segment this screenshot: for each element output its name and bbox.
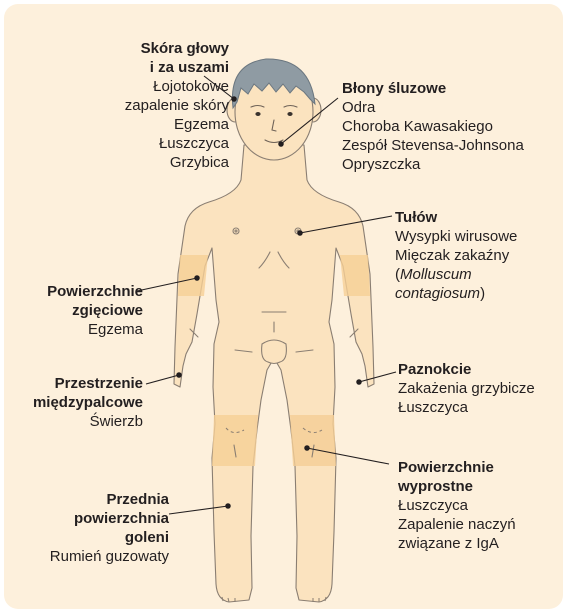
extensor-heading-1: Powierzchnie <box>398 458 516 477</box>
trunk-item: Mięczak zakaźny <box>395 246 517 265</box>
interdigital-item: Świerzb <box>33 412 143 431</box>
interdigital-heading-1: Przestrzenie <box>33 374 143 393</box>
trunk-latin-line-1: (Molluscum <box>395 265 517 284</box>
label-trunk: Tułów Wysypki wirusowe Mięczak zakaźny (… <box>395 208 517 303</box>
trunk-latin-line-2: contagiosum) <box>395 284 517 303</box>
label-flexural: Powierzchnie zgięciowe Egzema <box>47 282 143 339</box>
mucosa-item: Odra <box>342 98 524 117</box>
label-scalp: Skóra głowy i za uszami Łojotokowe zapal… <box>125 39 229 172</box>
diagram-panel: Skóra głowy i za uszami Łojotokowe zapal… <box>4 4 563 609</box>
mucosa-item: Zespół Stevensa-Johnsona <box>342 136 524 155</box>
shin-heading-1: Przednia <box>50 490 169 509</box>
extensor-item: związane z IgA <box>398 534 516 553</box>
nails-heading: Paznokcie <box>398 360 535 379</box>
extensor-item: Łuszczyca <box>398 496 516 515</box>
label-shin: Przednia powierzchnia goleni Rumień guzo… <box>50 490 169 566</box>
nails-item: Zakażenia grzybicze <box>398 379 535 398</box>
knee-patches <box>212 415 336 466</box>
scalp-heading-1: Skóra głowy <box>125 39 229 58</box>
label-mucosa: Błony śluzowe Odra Choroba Kawasakiego Z… <box>342 79 524 174</box>
latin-term-2: contagiosum <box>395 285 480 302</box>
scalp-item: Łuszczyca <box>125 134 229 153</box>
scalp-item: Łojotokowe <box>125 77 229 96</box>
mucosa-item: Choroba Kawasakiego <box>342 117 524 136</box>
scalp-item: Egzema <box>125 115 229 134</box>
flexural-item: Egzema <box>47 320 143 339</box>
scalp-item: zapalenie skóry <box>125 96 229 115</box>
mucosa-heading: Błony śluzowe <box>342 79 524 98</box>
latin-term-1: Molluscum <box>400 266 472 283</box>
trunk-heading: Tułów <box>395 208 517 227</box>
shin-heading-2: powierzchnia <box>50 509 169 528</box>
label-nails: Paznokcie Zakażenia grzybicze Łuszczyca <box>398 360 535 417</box>
label-extensor: Powierzchnie wyprostne Łuszczyca Zapalen… <box>398 458 516 553</box>
flexural-heading-2: zgięciowe <box>47 301 143 320</box>
nails-item: Łuszczyca <box>398 398 535 417</box>
shin-heading-3: goleni <box>50 528 169 547</box>
body-silhouette <box>174 145 374 602</box>
scalp-heading-2: i za uszami <box>125 58 229 77</box>
scalp-item: Grzybica <box>125 153 229 172</box>
mucosa-item: Opryszczka <box>342 155 524 174</box>
flexural-heading-1: Powierzchnie <box>47 282 143 301</box>
extensor-item: Zapalenie naczyń <box>398 515 516 534</box>
genitals <box>262 340 287 364</box>
shin-item: Rumień guzowaty <box>50 547 169 566</box>
trunk-item: Wysypki wirusowe <box>395 227 517 246</box>
interdigital-heading-2: międzypalcowe <box>33 393 143 412</box>
label-interdigital: Przestrzenie międzypalcowe Świerzb <box>33 374 143 431</box>
extensor-heading-2: wyprostne <box>398 477 516 496</box>
latin-close-paren: ) <box>480 285 485 302</box>
